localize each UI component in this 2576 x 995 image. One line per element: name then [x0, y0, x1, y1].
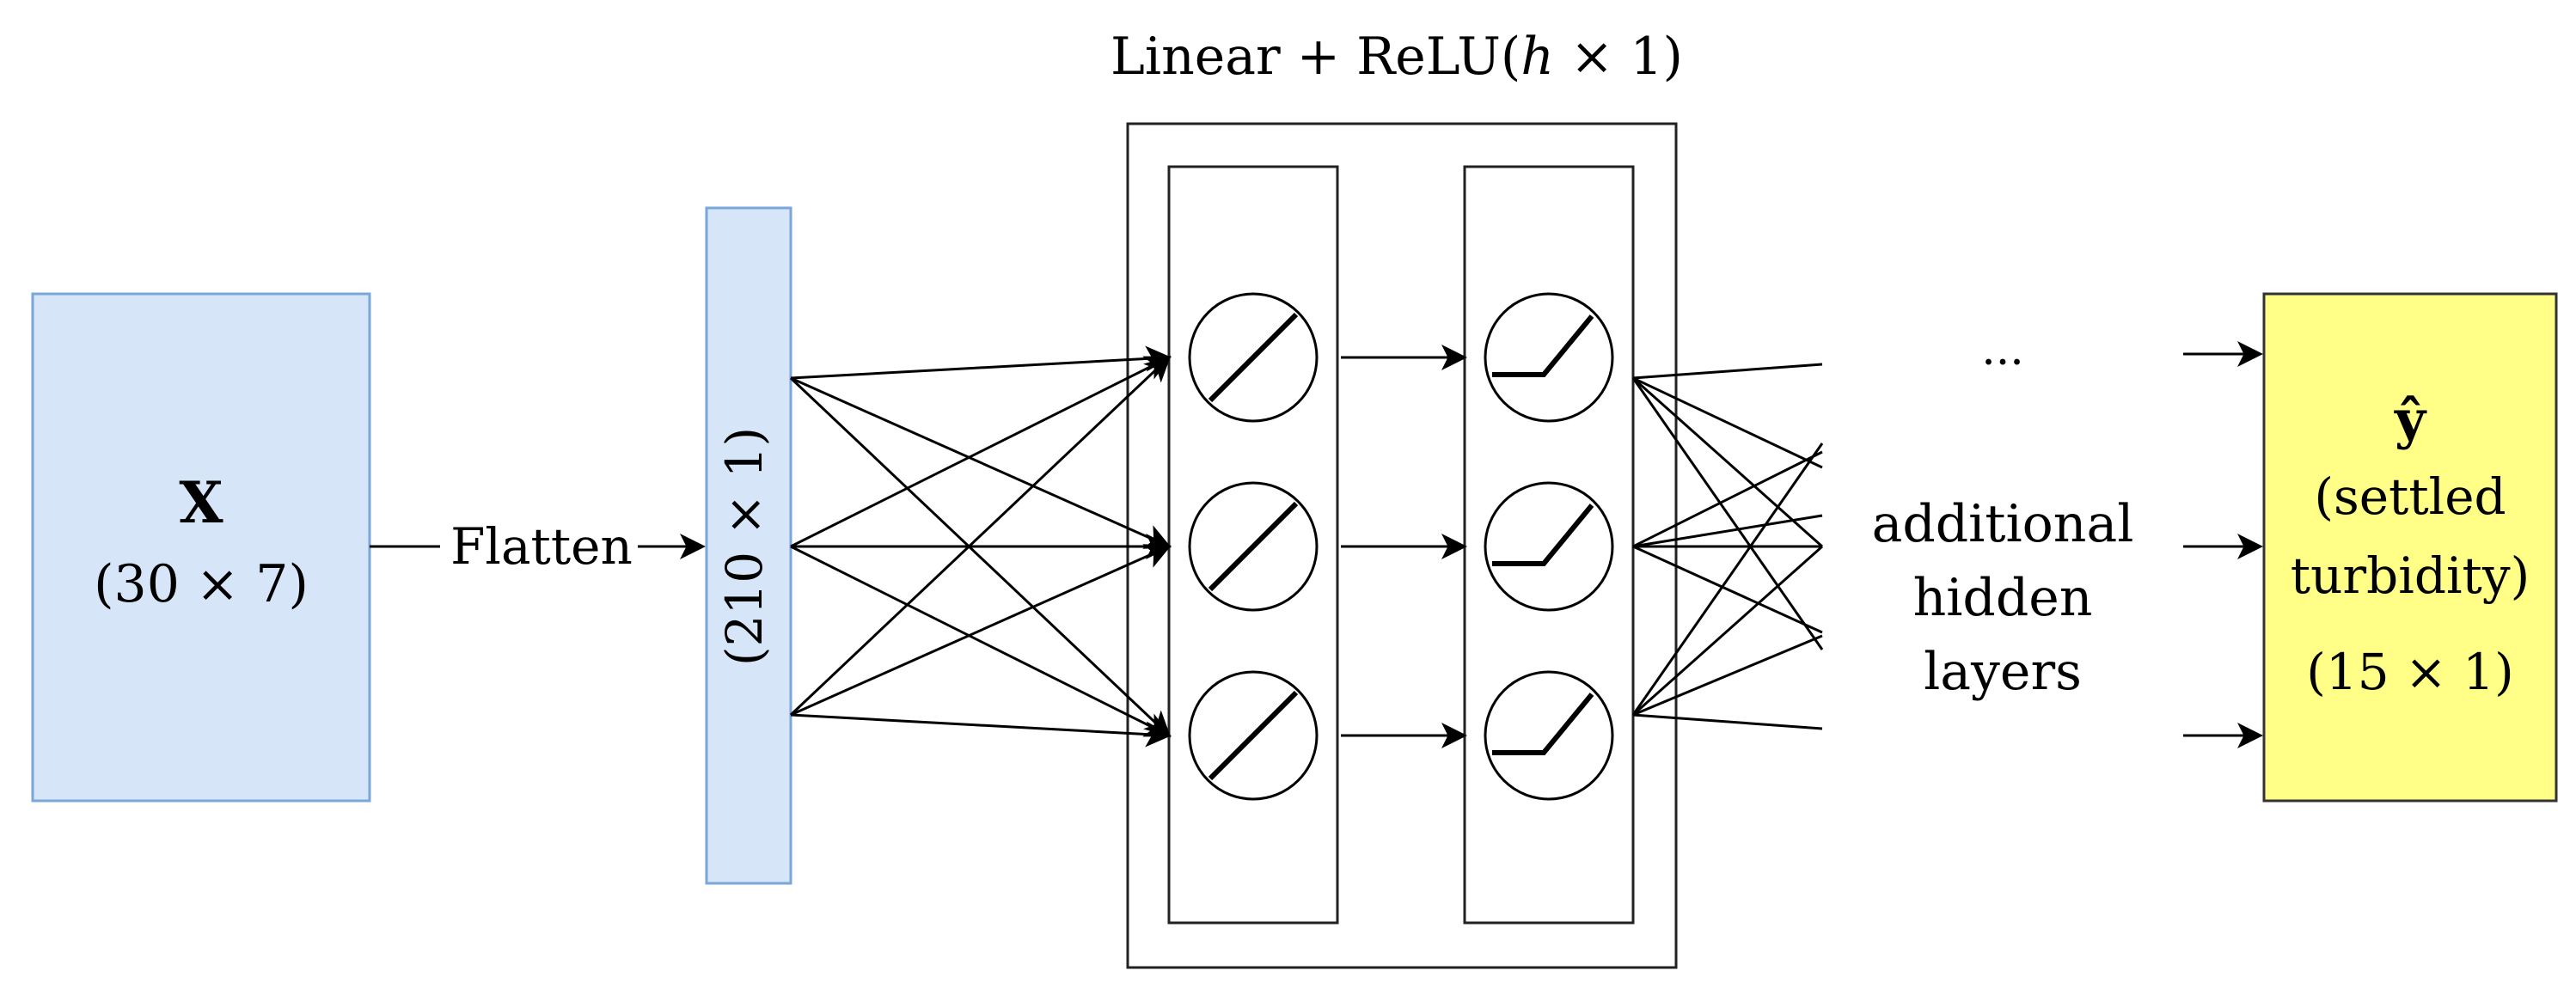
flatten-label: Flatten [450, 517, 633, 576]
relu-activation-icon [1492, 693, 1594, 755]
edge-out [1632, 363, 1823, 380]
edge-in-1-to-lin-1 [790, 345, 1172, 380]
edge-out [1632, 713, 1823, 730]
edge-out [1632, 376, 1823, 548]
output-symbol: ŷ [2394, 388, 2427, 451]
output-block: ŷ (settled turbidity) (15 × 1) [2262, 292, 2558, 803]
output-box [2262, 292, 2558, 803]
linear-neuron [1188, 670, 1319, 801]
relu-activation-icon [1492, 314, 1594, 377]
hidden-layer-title-prefix: Linear + ReLU( [1111, 27, 1521, 87]
edge-in-3-to-lin-1 [789, 355, 1172, 717]
linear-activation-icon [1208, 690, 1299, 781]
linear-activation-icon [1208, 501, 1299, 592]
edge-out [1631, 443, 1824, 716]
output-line-1: (settled [2314, 467, 2506, 526]
edge-in-3-to-lin-3 [790, 713, 1172, 748]
additional-layers-note: ... additional hidden layers [1872, 324, 2134, 702]
relu-neuron-circle [1484, 292, 1614, 423]
relu-activation-icon [1492, 504, 1594, 566]
edge-in-2-to-lin-1 [790, 356, 1172, 548]
linear-neuron [1188, 292, 1319, 423]
relu-neuron [1484, 481, 1614, 612]
hidden-layer-title-suffix: × 1) [1554, 27, 1683, 87]
hidden-layer-title: Linear + ReLU(h × 1) [1111, 27, 1683, 87]
edge-out [1632, 634, 1823, 717]
linear-activation-icon [1208, 312, 1299, 403]
input-symbol: X [179, 469, 223, 536]
relu-neuron-circle [1484, 481, 1614, 612]
edge-out [1632, 545, 1823, 634]
to-output-edges [2183, 341, 2263, 748]
relu-to-next-layer-edges [1631, 363, 1824, 730]
relu-neuron [1484, 670, 1614, 801]
linear-neuron [1188, 481, 1319, 612]
linear-to-relu-edges [1341, 345, 1467, 748]
edge-out [1631, 377, 1824, 650]
input-to-linear-edges [789, 345, 1172, 748]
edge-in-2-to-lin-3 [790, 545, 1172, 737]
relu-neuron-circle [1484, 670, 1614, 801]
edge-out [1632, 450, 1823, 548]
output-line-3: (15 × 1) [2306, 643, 2513, 701]
edge-in-1-to-lin-2 [790, 376, 1172, 549]
edge-out [1632, 514, 1823, 548]
edge-out [1632, 376, 1823, 469]
additional-layers-line-1: additional [1872, 494, 2134, 554]
flattened-vector-block: (210 × 1) [705, 206, 792, 885]
edge-in-3-to-lin-2 [790, 544, 1172, 717]
edge-out [1632, 545, 1823, 717]
linear-neurons [1188, 292, 1319, 801]
ellipsis: ... [1981, 324, 2024, 375]
relu-neuron [1484, 292, 1614, 423]
input-matrix-box [31, 292, 371, 803]
input-shape: (30 × 7) [94, 554, 309, 614]
flattened-shape: (210 × 1) [715, 427, 774, 666]
additional-layers-line-3: layers [1924, 642, 2082, 702]
input-matrix-block: X (30 × 7) [31, 292, 371, 803]
additional-layers-line-2: hidden [1913, 568, 2093, 628]
output-line-2: turbidity) [2291, 546, 2530, 605]
edge-in-1-to-lin-3 [789, 376, 1172, 738]
hidden-layer-title-var: h [1521, 27, 1554, 87]
flattened-vector-box [705, 206, 792, 885]
relu-neurons [1484, 292, 1614, 801]
flatten-connector: Flatten [370, 517, 706, 576]
